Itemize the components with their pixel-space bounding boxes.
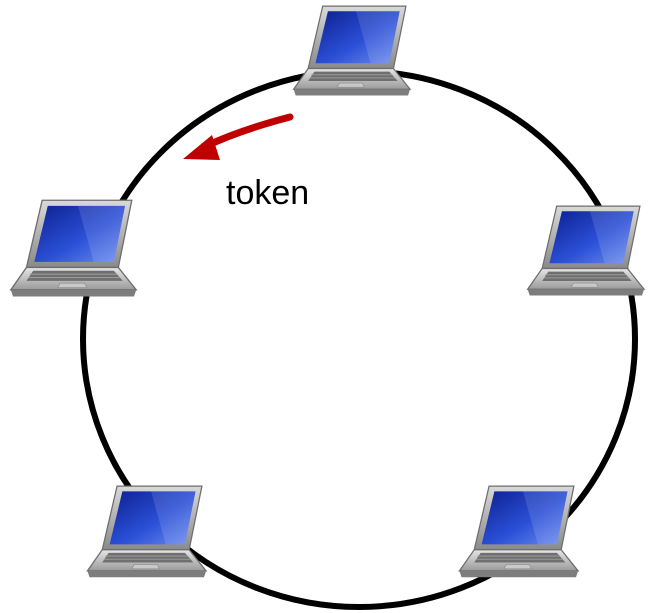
laptop-icon (10, 199, 137, 298)
laptop-icon (86, 485, 207, 578)
laptop-icon (292, 5, 411, 97)
token-direction-arrow (183, 113, 294, 160)
laptop-icon (458, 485, 579, 578)
laptop-icon (526, 205, 645, 297)
token-label: token (226, 174, 310, 212)
